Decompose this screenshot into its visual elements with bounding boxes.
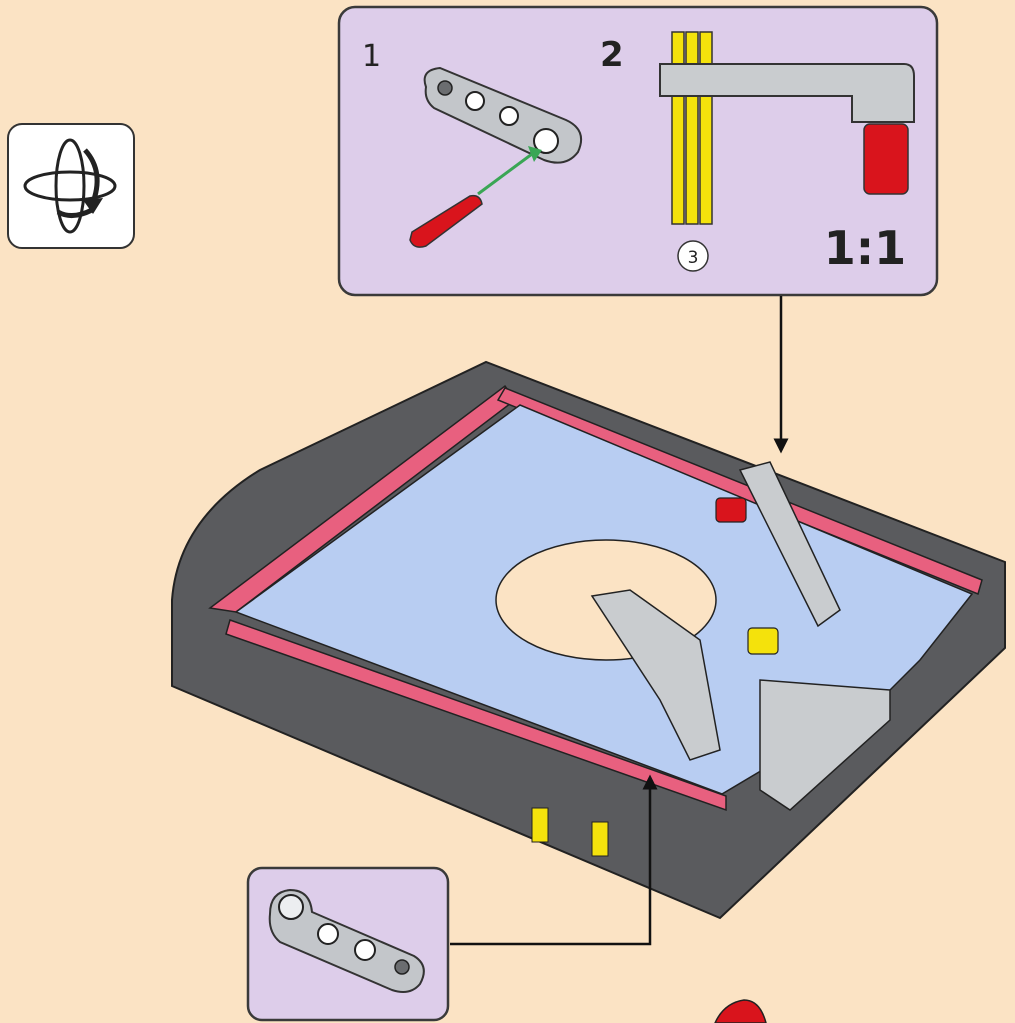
top-callout: 1 2 3 1:1 <box>337 5 939 297</box>
step2-number: 2 <box>600 35 624 75</box>
callout-pointer-bottom <box>450 774 658 946</box>
rotate-model-icon <box>7 123 135 249</box>
beam-part-substep1 <box>423 66 582 164</box>
insert-arrow-head <box>528 146 542 162</box>
quantity-label: 3 <box>688 248 699 268</box>
next-step-partial <box>714 999 767 1023</box>
quantity-badge <box>677 240 709 272</box>
red-pin-part <box>409 194 483 248</box>
yellow-axle-parts <box>671 31 713 225</box>
insert-arrow <box>477 152 533 196</box>
red-pin-side <box>863 123 909 195</box>
scale-label: 1:1 <box>824 221 906 275</box>
gray-beam-side <box>659 63 915 123</box>
step1-number: 1 <box>362 39 381 74</box>
lego-model <box>171 360 1006 920</box>
bottom-callout <box>246 866 450 1022</box>
